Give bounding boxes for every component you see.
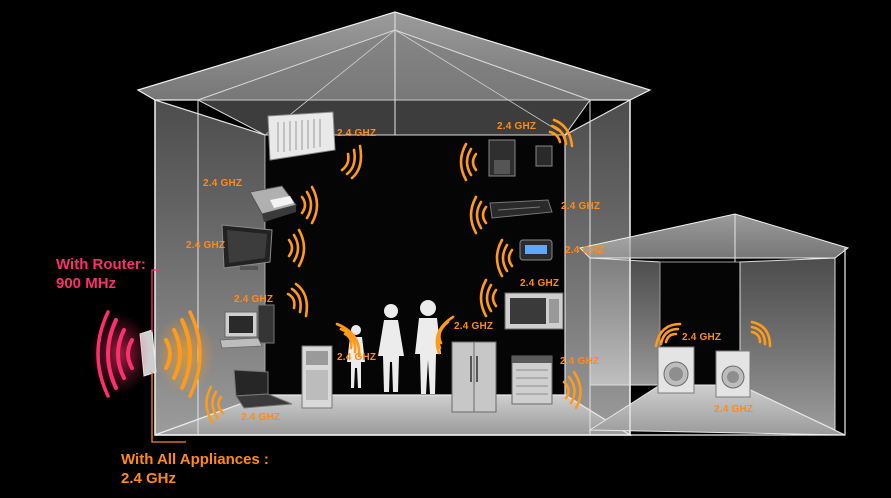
cordless-phone [535, 145, 553, 167]
dishwasher [511, 355, 553, 405]
clock-freq-label: 2.4 GHZ [565, 245, 605, 256]
tv-freq-label: 2.4 GHZ [186, 240, 226, 251]
fridge-freq-label: 2.4 GHZ [454, 321, 494, 332]
callout-connectors [151, 372, 186, 443]
television [221, 224, 273, 270]
washing-machine-2 [715, 350, 751, 398]
alarm-clock [519, 239, 553, 261]
laptop-freq-label: 2.4 GHZ [241, 412, 281, 423]
router-callout: With Router: 900 MHz [56, 255, 146, 293]
dvd-freq-label: 2.4 GHZ [561, 201, 601, 212]
desktop-computer [219, 304, 275, 349]
laptop [233, 369, 293, 409]
router-callout-connector [151, 269, 160, 332]
microwave-freq-label: 2.4 GHZ [520, 278, 560, 289]
router-callout-title: With Router: [56, 256, 146, 273]
furnace-freq-label: 2.4 GHZ [337, 352, 377, 363]
family [347, 300, 441, 394]
router-signal-orange [155, 310, 215, 398]
microwave [504, 292, 564, 330]
washer2-freq-label: 2.4 GHZ [714, 404, 754, 415]
refrigerator [451, 341, 497, 413]
furnace [301, 345, 333, 409]
air-conditioner [267, 111, 336, 161]
computer-freq-label: 2.4 GHZ [234, 294, 274, 305]
router-callout-freq: 900 MHz [56, 275, 117, 292]
router-signal-pink [90, 310, 150, 398]
printer-freq-label: 2.4 GHZ [203, 178, 243, 189]
ac-freq-label: 2.4 GHZ [337, 128, 377, 139]
printer [249, 185, 297, 222]
appliances-callout-title: With All Appliances : [121, 451, 269, 468]
appliances-callout-freq: 2.4 GHz [121, 470, 177, 487]
appliance-signals [205, 118, 772, 425]
dvd-player [489, 199, 553, 219]
appliances-callout: With All Appliances : 2.4 GHz [121, 450, 269, 488]
coffee-maker [488, 139, 516, 177]
coffee-freq-label: 2.4 GHZ [497, 121, 537, 132]
dishwasher-freq-label: 2.4 GHZ [560, 356, 600, 367]
washing-machine-1 [657, 346, 695, 394]
washer1-freq-label: 2.4 GHZ [682, 332, 722, 343]
